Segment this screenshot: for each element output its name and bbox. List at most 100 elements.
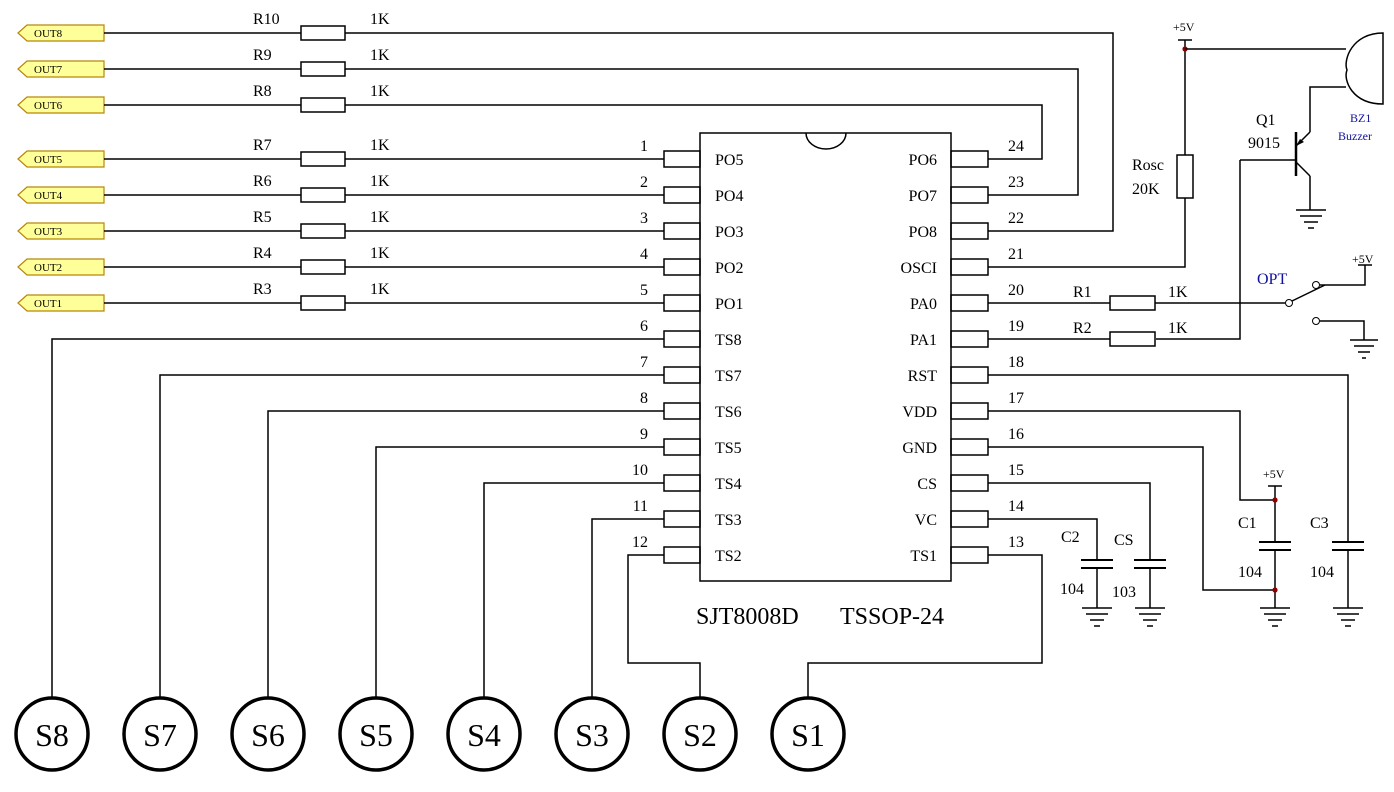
ic-pin-number: 24 [1008,138,1024,155]
ic-pin-name: TS7 [715,368,742,385]
wire-rst-c3 [988,374,1349,542]
wire-vdd-c1 [988,410,1275,501]
ic-body [699,132,952,582]
ic-pin-17 [950,402,989,420]
ic-pin-name: TS3 [715,512,742,529]
ic-pin-name: PO4 [715,188,743,205]
ic-pin-name: PO8 [909,224,937,241]
ic-pin-name: PA0 [910,296,937,313]
ic-pin-number: 6 [640,318,648,335]
wire-s6-ts6 [267,410,664,697]
c3-value: 104 [1310,564,1334,581]
wire-s8-ts8 [51,338,664,697]
ic-pin-number: 4 [640,246,648,263]
ic-pin-number: 17 [1008,390,1024,407]
resistor-name: R3 [253,281,272,298]
ic-pin-name: TS4 [715,476,742,493]
ic-pin-name: OSCI [901,260,937,277]
resistor-name: R8 [253,83,272,100]
touch-sensor-label: S8 [35,717,69,753]
ic-pin-name: TS2 [715,548,742,565]
resistor-name: R5 [253,209,272,226]
resistor-r2 [1109,331,1156,347]
opt-common-terminal [1285,299,1293,307]
ic-pin-number: 22 [1008,210,1024,227]
ic-pin-22 [950,222,989,240]
ic-pin-name: PA1 [910,332,937,349]
resistor-r4 [300,259,346,275]
ic-pin-5 [663,294,701,312]
ic-pin-number: 20 [1008,282,1024,299]
ground-symbol [1333,607,1363,627]
ic-pin-name: PO5 [715,152,743,169]
c3-name: C3 [1310,515,1329,532]
ic-pin-20 [950,294,989,312]
output-port-label: OUT2 [34,262,62,274]
wire-opt-5v [1320,265,1366,286]
resistor-r7 [300,151,346,167]
ic-pin-name: TS8 [715,332,742,349]
ic-pin-10 [663,474,701,492]
q1-name: Q1 [1256,112,1276,129]
touch-sensor-s5[interactable] [338,696,414,772]
ic-pin-21 [950,258,989,276]
c2-value: 104 [1060,581,1084,598]
touch-sensor-s4[interactable] [446,696,522,772]
ground-symbol [1082,607,1112,627]
wire-s4-ts4 [483,482,664,697]
resistor-value: 1K [370,11,390,28]
r2-name: R2 [1073,320,1092,337]
touch-sensor-s3[interactable] [554,696,630,772]
ic-notch [805,132,847,150]
ic-pin-number: 21 [1008,246,1024,263]
ic-pin-number: 9 [640,426,648,443]
resistor-r9 [300,61,346,77]
resistor-value: 1K [370,209,390,226]
ic-pin-number: 3 [640,210,648,227]
resistor-r5 [300,223,346,239]
output-port-label: OUT4 [34,190,63,202]
power-label-c1: +5V [1263,467,1285,481]
ic-pin-name: PO1 [715,296,743,313]
touch-sensor-s8[interactable] [14,696,90,772]
wire-r9-pin23 [345,68,1079,196]
ic-pin-name: TS6 [715,404,742,421]
resistor-name: R9 [253,47,272,64]
power-label-rosc: +5V [1173,20,1195,34]
output-port-label: OUT1 [34,298,62,310]
touch-sensor-s1[interactable] [770,696,846,772]
q1-emitter [1295,161,1311,177]
resistor-rosc [1176,154,1194,199]
wire-s2-ts2 [627,554,701,697]
wire-s7-ts7 [159,374,664,697]
resistor-r10 [300,25,346,41]
wire-r10-pin22 [345,32,1114,232]
resistor-r6 [300,187,346,203]
touch-sensor-label: S3 [575,717,609,753]
ic-pin-number: 19 [1008,318,1024,335]
output-port-label: OUT7 [34,64,63,76]
touch-sensor-s7[interactable] [122,696,198,772]
c1-name: C1 [1238,515,1257,532]
resistor-value: 1K [370,245,390,262]
ground-symbol [1296,209,1326,229]
ic-pin-19 [950,330,989,348]
touch-sensor-s2[interactable] [662,696,738,772]
opt-switch-lever[interactable] [1291,284,1326,302]
resistor-name: R4 [253,245,272,262]
touch-sensor-s6[interactable] [230,696,306,772]
ic-pin-number: 7 [640,354,648,371]
wire-r8-pin24 [345,104,1043,160]
wire-r2-base [1156,160,1241,340]
buzzer-name: BZ1 [1350,111,1371,125]
ic-pin-name: RST [908,368,938,385]
ic-pin-11 [663,510,701,528]
ic-pin-name: GND [902,440,937,457]
wire-vc-c2 [988,518,1098,560]
q1-arrow [1296,139,1304,146]
wire-gnd-c1 [988,446,1275,591]
wire-opt-gnd [1320,320,1365,340]
c1-value: 104 [1238,564,1262,581]
